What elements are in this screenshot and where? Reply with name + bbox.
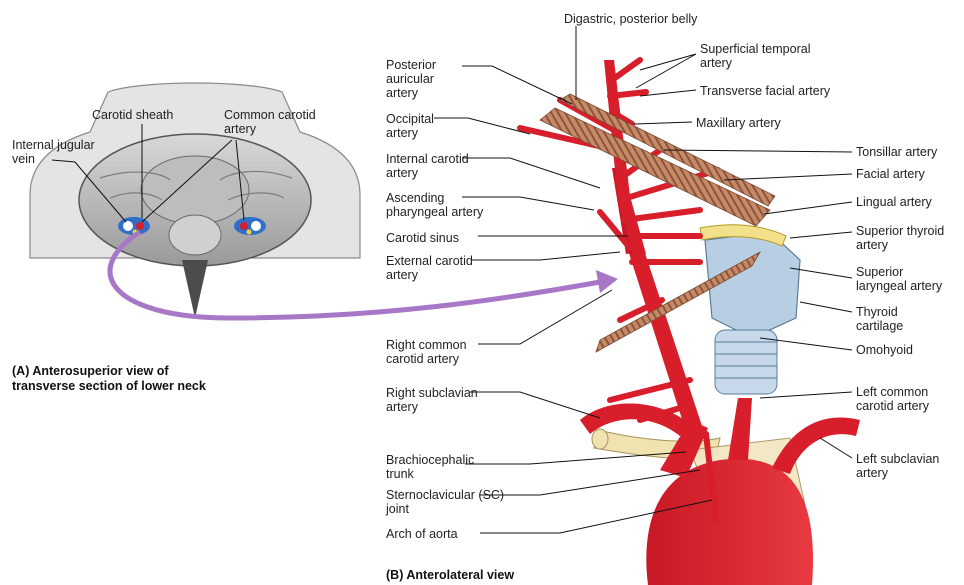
right-vagus-dot: [247, 230, 252, 235]
right-carotid-dot: [240, 222, 248, 230]
trachea-ring: [141, 156, 249, 224]
label-maxillary-artery: Maxillary artery: [696, 116, 781, 130]
label-thyroid-cartilage: Thyroid cartilage: [856, 305, 903, 333]
left-carotid-dot: [136, 222, 144, 230]
label-superficial-temporal-artery: Superficial temporal artery: [700, 42, 810, 70]
label-digastric-posterior-belly: Digastric, posterior belly: [564, 12, 697, 26]
vertebral-body: [169, 215, 221, 255]
aortic-arch-drawing: [646, 459, 813, 585]
panel-link-arrowhead: [596, 270, 618, 293]
label-transverse-facial-artery: Transverse facial artery: [700, 84, 830, 98]
caption-panel-a: (A) Anterosuperior view of transverse se…: [12, 364, 206, 394]
label-internal-carotid-artery: Internal carotid artery: [386, 152, 469, 180]
label-left-subclavian-artery: Left subclavian artery: [856, 452, 939, 480]
label-superior-laryngeal-artery: Superior laryngeal artery: [856, 265, 942, 293]
spinal-process: [182, 260, 208, 318]
label-arch-of-aorta: Arch of aorta: [386, 527, 458, 541]
label-facial-artery: Facial artery: [856, 167, 925, 181]
label-right-common-carotid-artery: Right common carotid artery: [386, 338, 467, 366]
label-right-subclavian-artery: Right subclavian artery: [386, 386, 478, 414]
label-left-common-carotid-artery: Left common carotid artery: [856, 385, 929, 413]
caption-panel-b: (B) Anterolateral view: [386, 568, 514, 583]
left-jugular-dot: [123, 221, 133, 231]
thyroid-cartilage-drawing: [705, 232, 800, 338]
label-posterior-auricular-artery: Posterior auricular artery: [386, 58, 436, 100]
label-brachiocephalic-trunk: Brachiocephalic trunk: [386, 453, 474, 481]
label-external-carotid-artery: External carotid artery: [386, 254, 473, 282]
label-sternoclavicular-joint: Sternoclavicular (SC) joint: [386, 488, 504, 516]
label-carotid-sheath: Carotid sheath: [92, 108, 173, 122]
clavicle-end: [592, 429, 608, 449]
label-internal-jugular-vein: Internal jugular vein: [12, 138, 95, 166]
label-carotid-sinus: Carotid sinus: [386, 231, 459, 245]
label-superior-thyroid-artery: Superior thyroid artery: [856, 224, 944, 252]
label-common-carotid-artery: Common carotid artery: [224, 108, 316, 136]
right-jugular-dot: [251, 221, 261, 231]
left-common-carotid-drawing: [728, 398, 752, 460]
trachea-drawing: [715, 330, 777, 394]
label-occipital-artery: Occipital artery: [386, 112, 434, 140]
label-omohyoid: Omohyoid: [856, 343, 913, 357]
label-ascending-pharyngeal-artery: Ascending pharyngeal artery: [386, 191, 483, 219]
label-lingual-artery: Lingual artery: [856, 195, 932, 209]
label-tonsillar-artery: Tonsillar artery: [856, 145, 937, 159]
